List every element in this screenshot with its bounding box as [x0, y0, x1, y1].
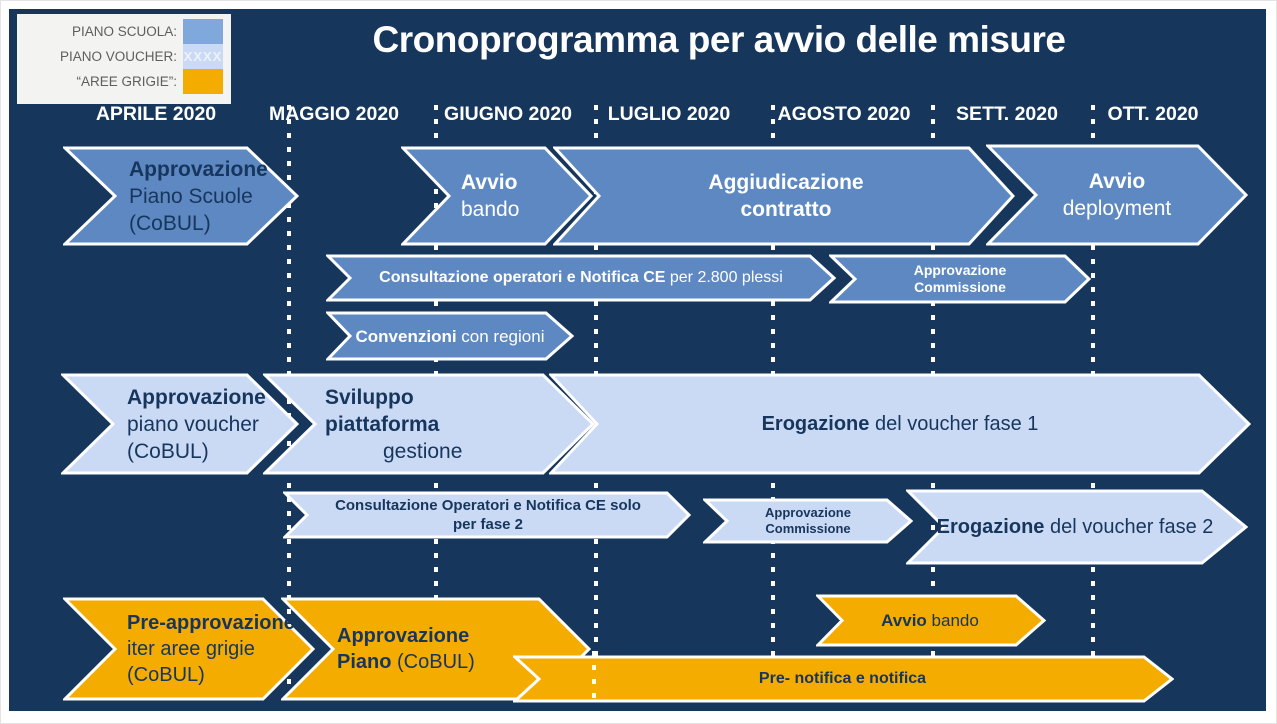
legend-label-aree-grigie: “AREE GRIGIE”: [76, 74, 177, 89]
arrow-text: (CoBUL) [127, 664, 205, 686]
arrow-text: Approvazione [337, 625, 470, 647]
timeline-panel [9, 9, 1266, 711]
gridline-aprile-maggio [287, 105, 291, 707]
arrow-text: Piano (CoBUL) [337, 651, 475, 673]
arrow-text: Aggiudicazione [708, 171, 864, 194]
month-header-maggio: MAGGIO 2020 [268, 103, 400, 125]
legend-label-piano-scuola: PIANO SCUOLA: [71, 24, 177, 39]
page-title: Cronoprogramma per avvio delle misure [372, 19, 1066, 60]
arrow-text: Approvazione [765, 505, 851, 520]
arrow-erogazione-voucher-fase1: Erogazione del voucher fase 1 [549, 373, 1251, 475]
arrow-approvazione-commissione-scuole: Approvazione Commissione [829, 254, 1091, 304]
arrow-text: Avvio [461, 171, 518, 194]
arrow-text: piano voucher [127, 412, 259, 436]
month-header-luglio: LUGLIO 2020 [607, 103, 731, 125]
arrow-text: Avvio [1088, 170, 1146, 193]
arrow-text: per fase 2 [452, 516, 524, 533]
arrow-avvio-bando-aree-grigie: Avvio bando [816, 594, 1046, 647]
arrow-text: Commissione [765, 521, 851, 536]
arrow-text: Pre- notifica e notifica [758, 670, 927, 687]
arrow-pre-notifica: Pre- notifica e notifica [513, 655, 1174, 703]
arrow-text: Sviluppo [325, 385, 414, 409]
arrow-text: bando [461, 198, 520, 221]
arrow-text: Erogazione del voucher fase 2 [936, 516, 1214, 538]
arrow-text: iter aree grigie [127, 638, 255, 660]
arrow-text: contratto [740, 198, 832, 221]
arrow-text: (CoBUL) [129, 211, 211, 235]
arrow-approvazione-piano-scuole: Approvazione Piano Scuole (CoBUL) [63, 146, 299, 246]
legend-swatch-aree-grigie [183, 69, 223, 94]
arrow-approvazione-piano-aree-grigie: Approvazione Piano (CoBUL) [281, 597, 591, 701]
arrow-text: Commissione [914, 279, 1006, 295]
arrow-text: Pre-approvazione [127, 612, 295, 634]
arrow-approvazione-commissione-voucher: Approvazione Commissione [703, 498, 913, 544]
arrow-erogazione-voucher-fase2: Erogazione del voucher fase 2 [906, 489, 1248, 565]
legend-swatch-pattern: XXXX [183, 49, 223, 64]
arrow-aggiudicazione-contratto: Aggiudicazione contratto [553, 146, 1015, 246]
month-header-settembre: SETT. 2020 [956, 103, 1058, 125]
arrow-text: piattaforma [325, 412, 440, 436]
month-header-giugno: GIUGNO 2020 [444, 103, 572, 125]
month-header-ottobre: OTT. 2020 [1107, 103, 1199, 125]
arrow-text: deployment [1062, 197, 1172, 220]
legend-swatch-piano-voucher: XXXX [183, 44, 223, 69]
gridline-giugno-luglio-overlay [592, 651, 596, 707]
arrow-consultazione-operatori-fase2: Consultazione Operatori e Notifica CE so… [283, 491, 691, 539]
arrow-text: (CoBUL) [127, 439, 209, 463]
arrow-consultazione-operatori-scuole: Consultazione operatori e Notifica CE pe… [326, 254, 836, 302]
legend-row-piano-scuola: PIANO SCUOLA: [23, 19, 223, 44]
arrow-text: Approvazione [129, 157, 268, 181]
arrow-text: Avvio bando [881, 611, 979, 630]
month-header-aprile: APRILE 2020 [95, 103, 217, 125]
arrow-convenzioni-regioni: Convenzioni con regioni [326, 311, 574, 361]
arrow-avvio-deployment: Avvio deployment [986, 144, 1248, 246]
arrow-avvio-bando-scuole: Avvio bando [401, 146, 593, 246]
arrow-text: gestione [383, 439, 463, 463]
legend-row-aree-grigie: “AREE GRIGIE”: [23, 69, 223, 94]
arrow-sviluppo-piattaforma: Sviluppo piattaforma gestione [263, 373, 595, 475]
arrow-text: Piano Scuole [129, 184, 253, 208]
arrow-text: Approvazione [913, 262, 1007, 278]
arrow-approvazione-piano-voucher: Approvazione piano voucher (CoBUL) [61, 373, 299, 475]
month-header-agosto: AGOSTO 2020 [777, 103, 911, 125]
arrow-text: Erogazione del voucher fase 1 [761, 413, 1039, 435]
legend-row-piano-voucher: PIANO VOUCHER: XXXX [23, 44, 223, 69]
legend-swatch-piano-scuola [183, 19, 223, 44]
arrow-text: Consultazione Operatori e Notifica CE so… [335, 497, 641, 514]
arrow-text: Consultazione operatori e Notifica CE pe… [379, 269, 783, 286]
arrow-text: Convenzioni con regioni [355, 326, 545, 346]
legend-label-piano-voucher: PIANO VOUCHER: [59, 49, 177, 64]
arrow-pre-approvazione-aree-grigie: Pre-approvazione iter aree grigie (CoBUL… [63, 597, 315, 701]
legend: PIANO SCUOLA: PIANO VOUCHER: XXXX “AREE … [17, 14, 231, 104]
arrow-text: Approvazione [127, 385, 266, 409]
